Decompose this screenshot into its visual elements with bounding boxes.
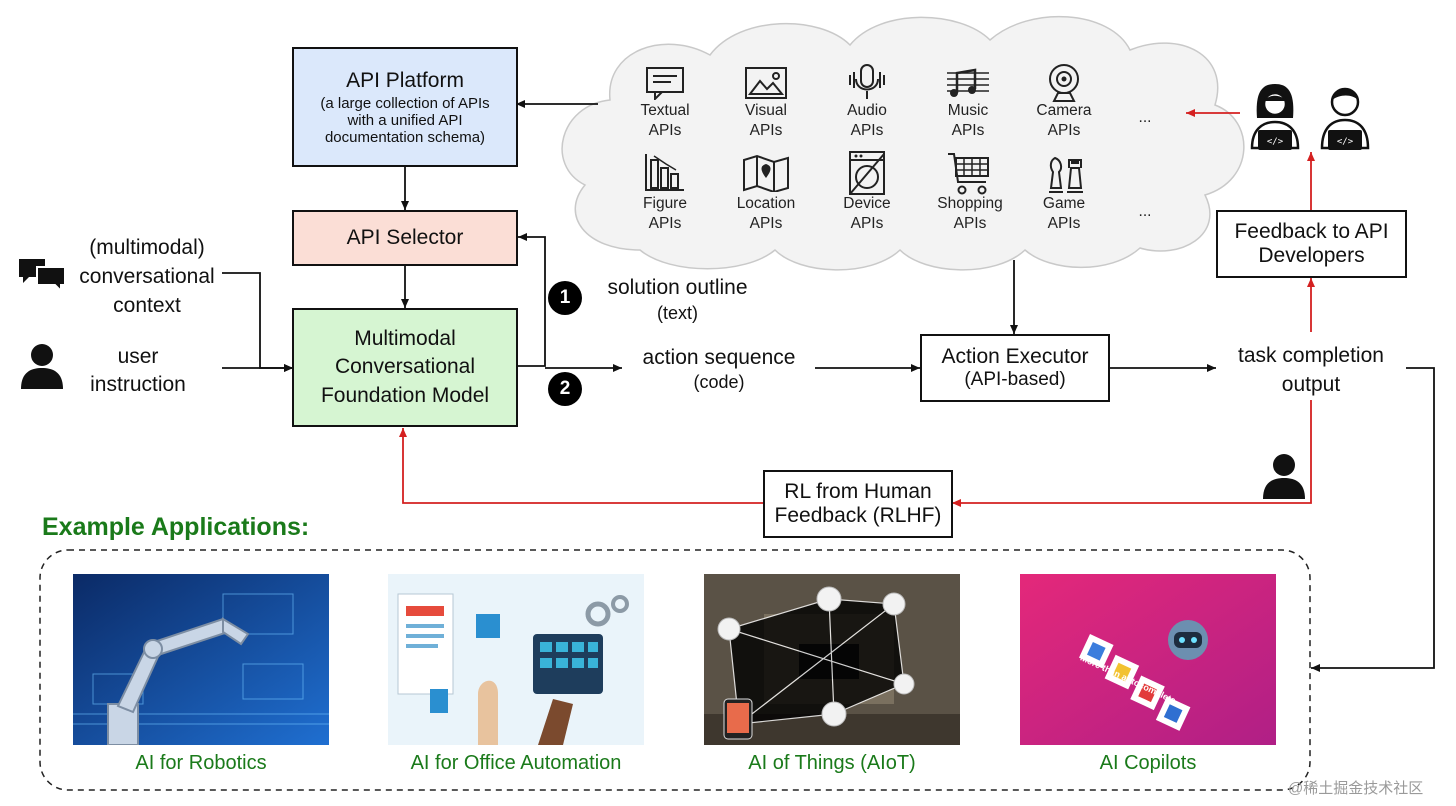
feedback-line-2: Developers xyxy=(1258,244,1365,267)
api-line2: APIs xyxy=(749,122,783,140)
api-platform-desc-2: with a unified API xyxy=(347,111,463,129)
api-ellipsis-2: ... xyxy=(1138,203,1152,220)
solution-outline-label: solution outline xyxy=(607,276,748,299)
api-line1: Shopping xyxy=(937,195,1003,212)
api-line1: Textual xyxy=(640,102,690,119)
rlhf-line-2: Feedback (RLHF) xyxy=(774,504,942,527)
api-line2: APIs xyxy=(1047,215,1081,233)
svg-text:</>: </> xyxy=(1337,137,1354,147)
api-platform-desc-3: documentation schema) xyxy=(324,128,486,146)
step-2-badge: 2 xyxy=(548,372,582,406)
context-label-2: conversational xyxy=(79,265,215,288)
user-icon xyxy=(21,344,63,389)
music-sheet-icon xyxy=(947,68,989,97)
api-line1: Location xyxy=(736,195,796,212)
api-line2: APIs xyxy=(749,215,783,233)
robotics-caption: AI for Robotics xyxy=(135,752,267,774)
task-output-label-1: task completion xyxy=(1238,344,1384,367)
examples-heading: Example Applications: xyxy=(42,513,310,541)
aiot-caption: AI of Things (AIoT) xyxy=(748,752,916,774)
watermark: @稀土掘金技术社区 xyxy=(1288,780,1424,797)
aiot-image xyxy=(704,574,960,745)
svg-text:</>: </> xyxy=(1267,137,1284,147)
office-automation-image xyxy=(388,574,644,745)
api-line2: APIs xyxy=(953,215,987,233)
context-label-1: (multimodal) xyxy=(89,236,205,259)
feedback-line-1: Feedback to API xyxy=(1234,220,1389,243)
copilots-image: More than autocomplete xyxy=(1020,574,1276,745)
api-platform-box: API Platform (a large collection of APIs… xyxy=(292,47,518,167)
microphone-icon xyxy=(849,64,885,99)
developer-male-icon: </> xyxy=(1320,87,1370,150)
chat-bubbles-icon xyxy=(19,259,66,293)
api-ellipsis-1: ... xyxy=(1138,109,1152,126)
action-sequence-label: action sequence xyxy=(642,346,796,369)
api-selector-title: API Selector xyxy=(346,226,464,249)
api-line2: APIs xyxy=(1047,122,1081,140)
office-automation-caption: AI for Office Automation xyxy=(410,752,622,774)
washing-machine-icon xyxy=(849,151,885,195)
api-line2: APIs xyxy=(648,215,682,233)
api-platform-desc-1: (a large collection of APIs xyxy=(320,94,490,112)
instruction-label-2: instruction xyxy=(90,373,186,396)
textual-icon xyxy=(646,67,684,100)
action-executor-title: Action Executor xyxy=(941,345,1089,368)
task-output-label-2: output xyxy=(1281,373,1341,396)
examples-frame xyxy=(39,549,1311,791)
api-line1: Device xyxy=(843,195,891,212)
developer-female-icon: </> xyxy=(1250,84,1300,150)
api-line1: Music xyxy=(947,102,989,119)
solution-outline-sub: (text) xyxy=(656,303,698,323)
image-icon xyxy=(745,67,787,99)
robotics-image xyxy=(73,574,329,745)
api-line2: APIs xyxy=(850,122,884,140)
action-executor-sub: (API-based) xyxy=(964,369,1066,390)
copilots-caption: AI Copilots xyxy=(1099,752,1197,774)
foundation-model-box: Multimodal Conversational Foundation Mod… xyxy=(292,308,518,427)
bar-chart-icon xyxy=(645,154,684,191)
api-cloud xyxy=(561,15,1245,271)
map-pin-icon xyxy=(743,154,789,192)
foundation-model-line-1: Multimodal xyxy=(354,326,456,350)
feedback-box: Feedback to API Developers xyxy=(1216,210,1407,278)
human-feedback-icon xyxy=(1263,454,1305,499)
api-line1: Game xyxy=(1042,195,1086,212)
api-line2: APIs xyxy=(648,122,682,140)
api-line1: Figure xyxy=(643,195,687,212)
foundation-model-line-2: Conversational xyxy=(334,355,476,379)
api-line1: Camera xyxy=(1036,102,1092,119)
api-line1: Visual xyxy=(745,102,787,119)
cart-icon xyxy=(948,153,989,195)
api-line2: APIs xyxy=(850,215,884,233)
action-sequence-sub: (code) xyxy=(693,372,745,392)
action-executor-box: Action Executor (API-based) xyxy=(920,334,1110,402)
api-platform-title: API Platform xyxy=(346,68,464,92)
chess-icon xyxy=(1049,156,1083,193)
rlhf-line-1: RL from Human xyxy=(784,480,932,503)
api-line1: Audio xyxy=(847,102,887,119)
instruction-label-1: user xyxy=(117,345,159,368)
api-line2: APIs xyxy=(951,122,985,140)
step-1-badge: 1 xyxy=(548,281,582,315)
rlhf-box: RL from Human Feedback (RLHF) xyxy=(763,470,953,538)
webcam-icon xyxy=(1049,64,1079,102)
foundation-model-line-3: Foundation Model xyxy=(320,383,490,407)
context-label-3: context xyxy=(113,294,181,317)
api-selector-box: API Selector xyxy=(292,210,518,266)
